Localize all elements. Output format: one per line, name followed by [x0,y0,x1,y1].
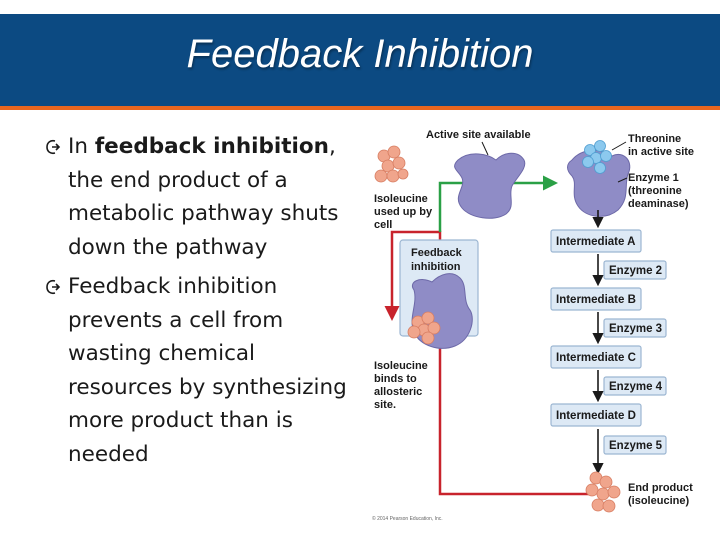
intermediate-d-label: Intermediate D [556,410,636,422]
enzyme1-label-3: deaminase) [628,198,689,210]
isoleucine-molecule [374,145,409,183]
enzyme1-pointer [617,177,628,183]
top-rule [0,0,720,14]
isoleucine-binds-label-3: allosteric [374,386,422,398]
bullet-1-bold: feedback inhibition [94,134,329,159]
title-underline [0,106,720,110]
end-product-label-1: End product [628,482,693,494]
isoleucine-binds-label-4: site. [374,399,396,411]
enzyme1-label-2: (threonine [628,185,682,197]
threonine-label-2: in active site [628,146,694,158]
bullet-list: In feedback inhibition, the end product … [44,130,364,477]
inhibited-enzyme [411,273,473,349]
enzyme-4-label: Enzyme 4 [609,381,663,393]
feedback-box-label-1: Feedback [411,247,463,259]
green-arrow [438,175,558,232]
copyright-text: © 2014 Pearson Education, Inc. [372,515,443,522]
isoleucine-used-label-3: cell [374,219,392,231]
active-site-label: Active site available [426,129,531,141]
bullet-2: Feedback inhibition prevents a cell from… [44,270,364,471]
bullet-1-lead: In [68,134,95,159]
enzyme-3-label: Enzyme 3 [609,323,662,335]
enzyme-2-label: Enzyme 2 [609,265,662,277]
end-product-label-2: (isoleucine) [628,495,689,507]
intermediate-d-box: Intermediate D [550,403,642,427]
bound-isoleucine-molecule [407,311,441,345]
isoleucine-binds-label-1: Isoleucine [374,360,428,372]
intermediate-b-box: Intermediate B [550,287,642,311]
slide-title: Feedback Inhibition [186,32,534,76]
title-band [0,14,720,106]
bullet-arrow-icon [46,279,61,295]
threonine-molecule [582,140,612,174]
intermediate-b-label: Intermediate B [556,294,636,306]
end-product-molecule [585,471,621,513]
bullet-1: In feedback inhibition, the end product … [44,130,364,264]
enzyme-3-box: Enzyme 3 [603,318,667,338]
bullet-1-rest: , the end product of a metabolic pathway… [68,134,339,260]
isoleucine-used-label-1: Isoleucine [374,193,428,205]
enzyme-5-label: Enzyme 5 [609,440,663,452]
enzyme-2-box: Enzyme 2 [603,260,667,280]
enzyme-1 [567,150,631,217]
isoleucine-binds-label-2: binds to [374,373,417,385]
bullet-2-text: Feedback inhibition prevents a cell from… [68,274,347,467]
active-site-pointer [481,141,489,156]
isoleucine-used-label-2: used up by [374,206,433,218]
enzyme1-label-1: Enzyme 1 [628,172,679,184]
intermediate-c-label: Intermediate C [556,352,636,364]
enzyme-active-site-available [454,152,526,219]
threonine-pointer [611,141,627,151]
intermediate-a-label: Intermediate A [556,236,635,248]
bullet-arrow-icon [46,139,61,155]
intermediate-c-box: Intermediate C [550,345,642,369]
intermediate-a-box: Intermediate A [550,229,642,253]
enzyme-4-box: Enzyme 4 [603,376,667,396]
enzyme-5-box: Enzyme 5 [603,435,667,455]
threonine-label-1: Threonine [628,133,681,145]
feedback-box-label-2: inhibition [411,261,461,273]
